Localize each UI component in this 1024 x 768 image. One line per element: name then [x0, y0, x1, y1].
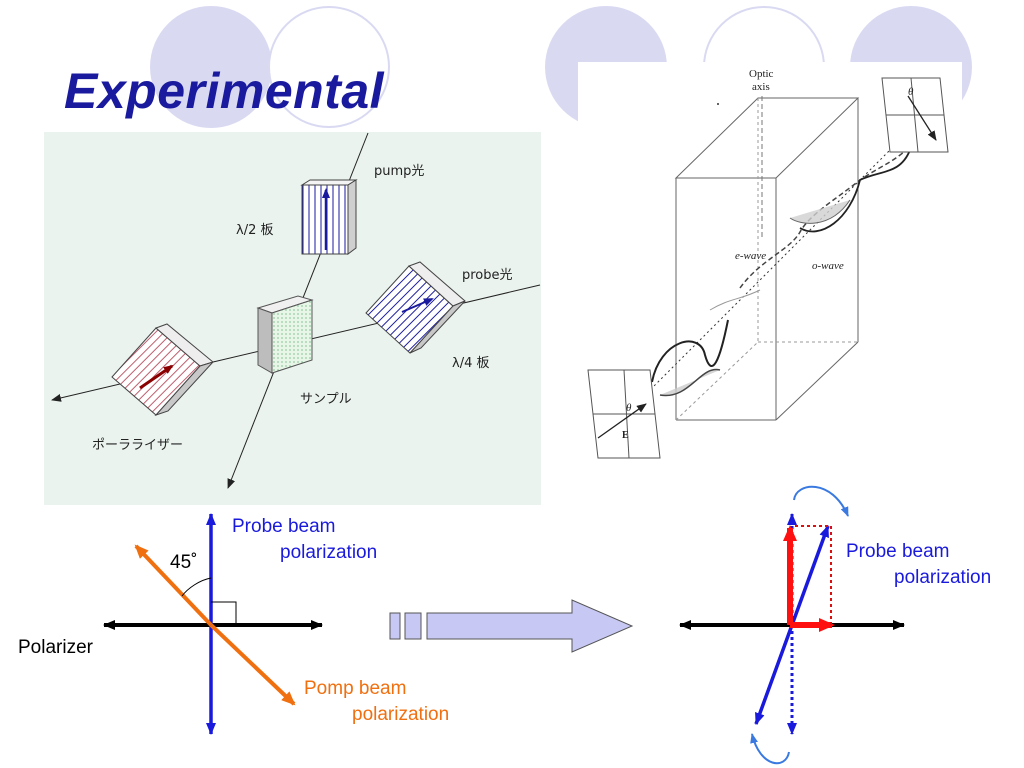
polarizer-plate: [111, 323, 215, 417]
quarter-wave-plate: [365, 261, 466, 354]
theta-label-input: θ: [626, 402, 632, 414]
pump-label-line1: Pomp beam: [304, 678, 407, 699]
optic-axis-label-line1: Optic: [749, 68, 774, 80]
e-field-label: E: [622, 430, 629, 441]
left-probe-label-line1: Probe beam: [232, 516, 336, 537]
quarter-wave-plate-label: λ/4 板: [452, 356, 490, 371]
transition-arrow: [389, 599, 634, 653]
sample-plate: [256, 295, 314, 374]
right-axes: [679, 485, 905, 765]
polarizer-label: Polarizer: [18, 637, 93, 658]
theta-label-output: θ: [908, 86, 914, 98]
probe-light-label: probe光: [462, 268, 513, 283]
page-title: Experimental: [64, 63, 385, 119]
right-probe-label-line1: Probe beam: [846, 541, 950, 562]
left-probe-label-line2: polarization: [280, 542, 378, 563]
decor-circle-1: [150, 6, 272, 128]
o-wave-label: o-wave: [812, 260, 844, 272]
right-probe-label-line2: polarization: [894, 567, 992, 588]
left-axes: [103, 513, 323, 735]
pump-light-label: pump光: [374, 164, 425, 179]
polarizer-setup-label: ポーラライザー: [92, 438, 184, 453]
e-wave-label: e-wave: [735, 250, 767, 262]
optic-axis-label-line2: axis: [752, 81, 770, 93]
half-wave-plate: [300, 179, 358, 255]
angle-label: 45˚: [170, 552, 198, 573]
half-wave-plate-label: λ/2 板: [236, 223, 274, 238]
sample-label: サンプル: [300, 392, 352, 407]
decor-circle-2: [268, 6, 390, 128]
pump-label-line2: polarization: [352, 704, 450, 725]
